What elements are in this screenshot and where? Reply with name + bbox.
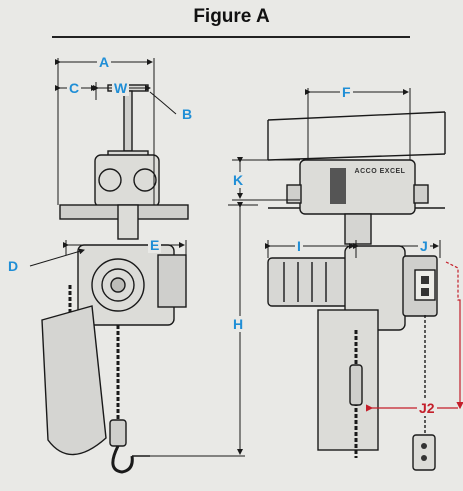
label-w: W — [112, 80, 130, 96]
right-hoist — [267, 111, 446, 471]
label-f: F — [340, 84, 353, 100]
label-j2: J2 — [417, 400, 437, 416]
chain-bag-front — [317, 309, 379, 451]
hoist-body-front — [267, 213, 438, 331]
label-c: C — [67, 80, 82, 96]
hook-block-front — [349, 364, 363, 406]
chain-bag — [41, 305, 107, 456]
label-j: J — [418, 238, 430, 254]
figure-title: Figure A — [193, 6, 270, 27]
trolley — [59, 154, 189, 240]
left-hoist — [41, 84, 189, 474]
label-b: B — [182, 106, 193, 122]
title-rule — [52, 36, 410, 38]
label-k: K — [231, 172, 246, 188]
hook — [109, 419, 150, 474]
hoist-body-side — [77, 244, 187, 326]
brand-plate: ACCO EXCEL — [350, 168, 410, 182]
beam-flanges — [267, 111, 446, 209]
brand-label: ACCO EXCEL — [354, 168, 406, 175]
label-a: A — [97, 54, 112, 70]
pendant — [412, 315, 436, 471]
label-d: D — [8, 258, 19, 274]
trolley-front — [286, 159, 429, 215]
j2-dimension — [366, 261, 463, 412]
label-e: E — [148, 237, 162, 253]
label-i: I — [295, 238, 303, 254]
label-h: H — [231, 316, 246, 332]
dimension-lines — [29, 58, 441, 457]
